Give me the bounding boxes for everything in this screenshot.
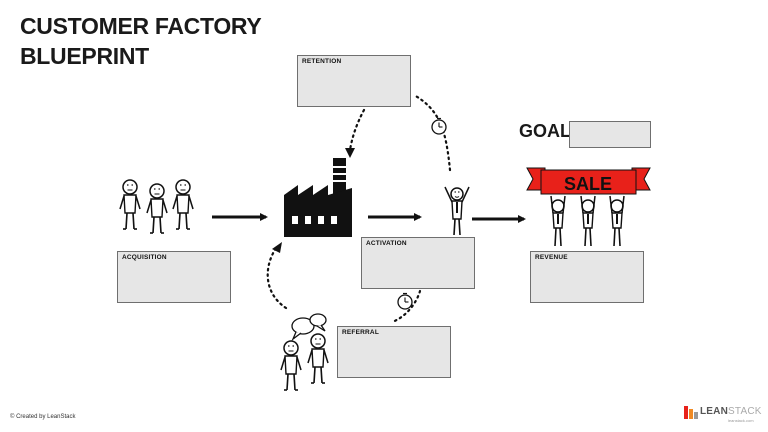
retention-box[interactable]: RETENTION <box>297 55 411 107</box>
activated-person-icon <box>444 186 470 236</box>
footer-credit: © Created by LeanStack <box>10 414 75 420</box>
footer-credit-text: Created by LeanStack <box>16 414 76 420</box>
leanstack-logo-icon <box>684 406 698 419</box>
leanstack-logo: LEANSTACK leanstack.com <box>684 405 762 427</box>
goal-input-box[interactable] <box>569 121 651 148</box>
sale-banner-text: SALE <box>564 174 612 194</box>
activation-to-retention-dotted-path <box>412 93 452 172</box>
page-title: CUSTOMER FACTORY BLUEPRINT <box>20 11 262 71</box>
retention-label: RETENTION <box>302 58 342 65</box>
retention-to-factory-dotted-path <box>348 108 366 152</box>
goal-label: GOAL: <box>519 121 577 141</box>
referral-box[interactable]: REFERRAL <box>337 326 451 378</box>
revenue-box[interactable]: REVENUE <box>530 251 644 303</box>
title-line-2: BLUEPRINT <box>20 43 149 69</box>
title-line-1: CUSTOMER FACTORY <box>20 13 262 39</box>
acquisition-box[interactable]: ACQUISITION <box>117 251 231 303</box>
referral-to-factory-dotted-path <box>266 246 288 310</box>
speech-bubble-icon <box>291 313 327 341</box>
referral-people-icon <box>280 333 329 391</box>
leanstack-logo-text: LEANSTACK <box>700 406 762 417</box>
retention-clock-icon <box>431 117 447 135</box>
acquisition-people-icon <box>119 179 194 234</box>
copyright-icon: © <box>10 414 15 420</box>
referral-label: REFERRAL <box>342 329 379 336</box>
acquisition-label: ACQUISITION <box>122 254 167 261</box>
referral-clock-icon <box>397 292 413 310</box>
factory-icon <box>284 158 352 237</box>
sale-banner: SALE <box>526 167 651 195</box>
revenue-label: REVENUE <box>535 254 568 261</box>
revenue-people-icon <box>550 195 625 247</box>
leanstack-url: leanstack.com <box>728 418 754 423</box>
activation-to-referral-dotted-path <box>390 289 422 324</box>
activation-box[interactable]: ACTIVATION <box>361 237 475 289</box>
activation-label: ACTIVATION <box>366 240 407 247</box>
